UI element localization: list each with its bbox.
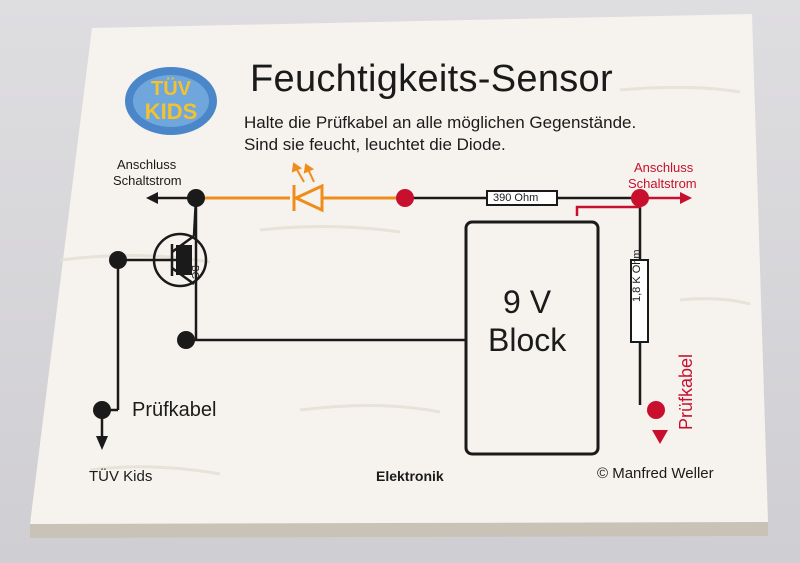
left-connector-label-2: Schaltstrom [113,173,182,188]
dot-left-top [187,189,205,207]
dot-emitter [177,331,195,349]
resistor-390 [486,190,558,206]
wood-grain [59,85,751,476]
footer-brand: TÜV Kids [89,468,153,485]
instruction-line-2: Sind sie feucht, leuchtet die Diode. [244,135,506,154]
transistor [152,197,208,288]
svg-text:TÜV: TÜV [151,77,192,100]
left-connector-arrow-icon [146,192,158,204]
probe-left-label: Prüfkabel [132,399,217,421]
footer-copyright: © Manfred Weller [597,465,714,482]
right-connector-arrow-icon [680,192,692,204]
led-branch [197,162,405,213]
transistor-body [176,245,192,275]
led-icon [292,183,324,213]
battery-label-voltage: 9 V [503,284,552,320]
instruction-line-1: Halte die Prüfkabel an alle möglichen Ge… [244,113,637,132]
right-connector-label-1: Anschluss [634,160,694,175]
tuv-kids-logo: TÜV KIDS [125,67,217,135]
right-connector-label-2: Schaltstrom [628,176,697,191]
probe-right-label: Prüfkabel [676,353,696,430]
resistor-390-label: 390 Ohm [493,192,539,204]
probe-left-arrow-icon [96,436,108,450]
dot-base [109,251,127,269]
page-title: Feuchtigkeits-Sensor [250,58,613,100]
footer-category: Elektronik [376,468,444,484]
dot-led [396,189,414,207]
battery-label-block: Block [488,322,567,358]
dot-probe-left [93,401,111,419]
board-face [30,14,768,524]
probe-right-arrow-icon [652,430,668,444]
resistor-1k8 [630,259,649,343]
svg-text:KIDS: KIDS [145,99,198,124]
dot-positive [631,189,649,207]
dot-probe-right [647,401,665,419]
connector-dots [93,189,665,419]
transistor-label: BC [189,265,200,279]
left-connector-label-1: Anschluss [117,157,177,172]
battery-9v [464,220,600,456]
light-rays-icon [291,162,315,183]
resistor-1k8-label: 1,8 K Ohm [631,249,643,302]
